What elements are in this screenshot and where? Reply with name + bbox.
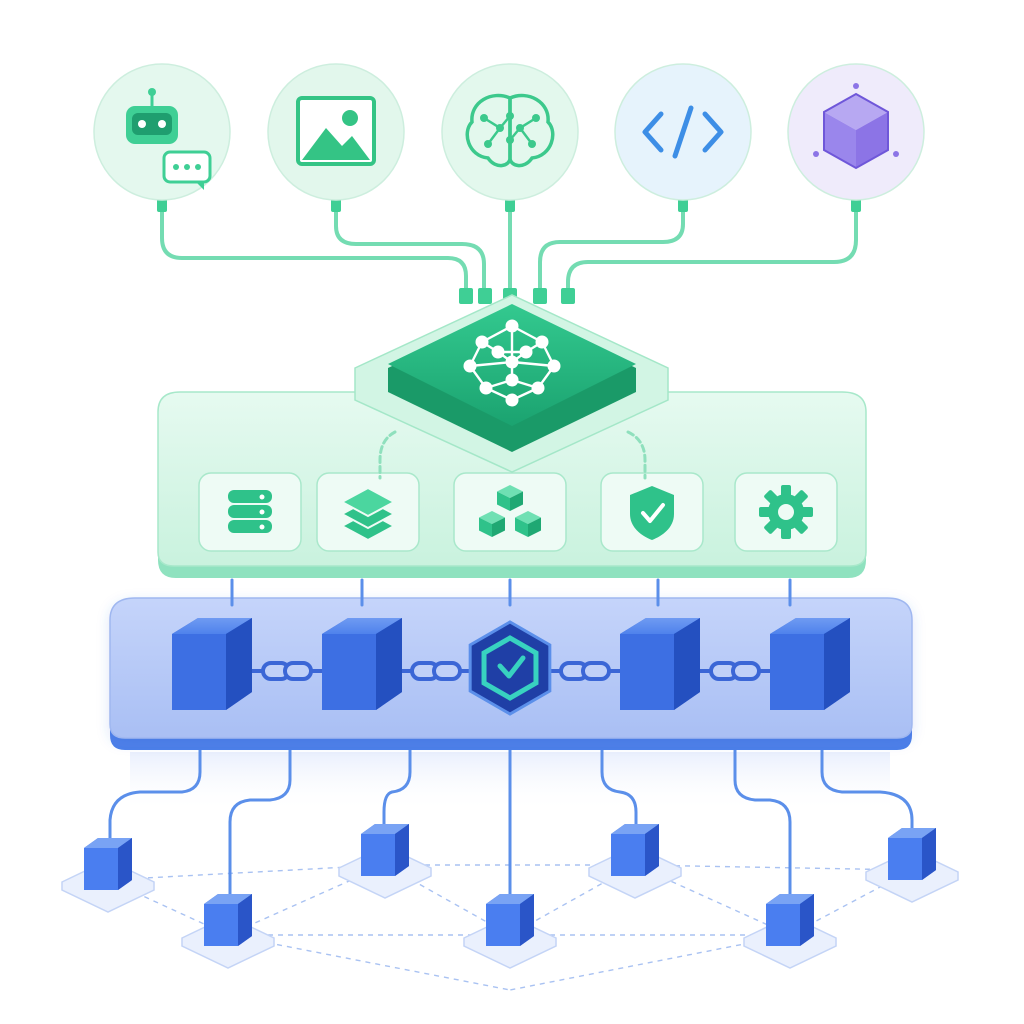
chain-link-icon [546, 661, 624, 681]
node-cube-icon [84, 838, 132, 890]
gear-icon [759, 485, 813, 539]
shield-check-icon [630, 486, 674, 540]
image-icon [296, 96, 376, 166]
node-cube-icon [611, 824, 659, 876]
middleware-modules [198, 472, 838, 552]
chain-link-icon [696, 661, 774, 681]
block-cube-icon [322, 618, 402, 710]
network-node-4 [463, 894, 557, 969]
chain-links [248, 661, 774, 681]
network-feed-wires [108, 748, 914, 897]
network-node-1 [61, 838, 155, 913]
chain-link-icon [248, 661, 326, 681]
module-card-5 [734, 472, 838, 552]
chatbot-icon [126, 88, 212, 190]
node-cube-icon [361, 824, 409, 876]
service-node-5 [787, 63, 925, 201]
network-node-5 [588, 824, 682, 899]
network-node-2 [181, 894, 275, 969]
node-cube-icon [766, 894, 814, 946]
blockchain-layer [109, 578, 913, 750]
module-card [453, 472, 567, 552]
service-wires [160, 208, 858, 302]
code-icon [642, 105, 724, 159]
block-cube-icon [620, 618, 700, 710]
node-cube-icon [888, 828, 936, 880]
service-node-2 [267, 63, 405, 201]
service-node-3 [441, 63, 579, 201]
cube-3d-icon [813, 83, 899, 170]
network-node-7 [865, 828, 959, 903]
node-cube-icon [486, 894, 534, 946]
blockchain-blocks [172, 618, 850, 716]
module-card-2 [316, 472, 420, 552]
module-card-3 [453, 472, 567, 552]
hub-connectors [378, 430, 647, 480]
service-node-4 [614, 63, 752, 201]
hexagon-verified-block-icon [468, 620, 552, 716]
neural-network-icon [463, 319, 561, 407]
block-cube-icon [770, 618, 850, 710]
service-node-1 [93, 63, 231, 201]
node-network [61, 748, 959, 991]
layers-icon [339, 486, 397, 542]
platform-connectors [230, 578, 792, 607]
database-icon [228, 490, 272, 533]
network-node-3 [338, 824, 432, 899]
chain-link-icon [398, 661, 474, 681]
middleware-layer [157, 391, 867, 578]
module-card-1 [198, 472, 302, 552]
block-cube-icon [172, 618, 252, 710]
node-cube-icon [204, 894, 252, 946]
module-card-4 [600, 472, 704, 552]
ai-services [93, 63, 925, 201]
ai-hub [354, 294, 669, 480]
brain-icon [465, 93, 555, 168]
cubes-cluster-icon [479, 485, 541, 537]
network-node-6 [743, 894, 837, 969]
network-nodes [61, 824, 959, 969]
